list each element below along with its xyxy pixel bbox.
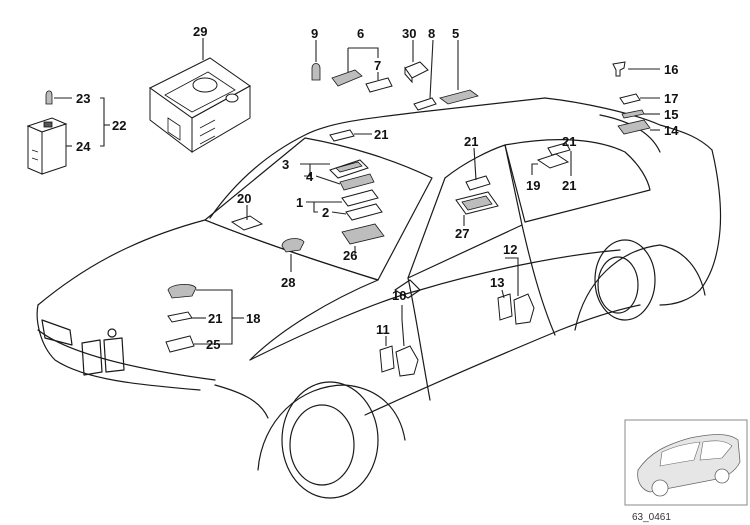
door-contact-10-part: [379, 345, 419, 377]
callout-22: 22: [112, 118, 126, 133]
lamp-26-part: [341, 223, 385, 245]
bulb-17-part: [619, 93, 641, 105]
bulb-21-rear-part: [547, 142, 571, 156]
callout-13: 13: [490, 275, 504, 290]
lamp-19-part: [536, 153, 570, 169]
callout-20: 20: [237, 191, 251, 206]
callout-23: 23: [76, 91, 90, 106]
lamp-lens-4-part: [339, 173, 375, 191]
callout-11: 11: [376, 322, 390, 337]
diagram-reference-code: 63_0461: [632, 512, 671, 523]
callout-9: 9: [311, 26, 318, 41]
callout-6: 6: [357, 26, 364, 41]
callout-12: 12: [503, 242, 517, 257]
bulb-21-roof-part: [329, 129, 355, 142]
reading-lamp-3-part: [329, 159, 369, 179]
interior-lamp-lens-part: [439, 89, 479, 105]
lamp-14-part: [617, 119, 651, 135]
callout-21-rear: 21: [562, 178, 576, 193]
roof-lamp-part: [331, 69, 393, 93]
callout-17: 17: [664, 91, 678, 106]
car-body-outline: [36, 97, 722, 499]
leader-lines: [54, 38, 660, 347]
bulb-21-window-part: [465, 175, 491, 191]
callout-3: 3: [282, 157, 289, 172]
callout-25: 25: [206, 337, 220, 352]
lamp-housing-27-part: [455, 191, 499, 215]
switch-28-part: [281, 238, 305, 253]
callout-19: 19: [526, 178, 540, 193]
door-contact-switch-part: [404, 61, 429, 84]
callout-10: 10: [392, 288, 406, 303]
callout-5: 5: [452, 26, 459, 41]
callout-27: 27: [455, 226, 469, 241]
bulb-21-hood-part: [167, 311, 193, 323]
callout-24: 24: [76, 139, 91, 154]
gasket-15-part: [621, 109, 645, 119]
callout-18: 18: [246, 311, 260, 326]
callout-labels: 29 9 6 7 30 8 5 16 17 15 14 23 22 24 21 …: [76, 24, 679, 352]
festoon-bulb-part: [413, 97, 437, 111]
callout-7: 7: [374, 58, 381, 73]
thumbnail-inset: [624, 419, 748, 506]
clip-part: [612, 61, 626, 77]
callout-28: 28: [281, 275, 295, 290]
callout-1: 1: [296, 195, 303, 210]
lamp-lens-2-part: [345, 203, 383, 221]
callout-4: 4: [306, 169, 314, 184]
callout-30: 30: [402, 26, 416, 41]
callout-21-window: 21: [464, 134, 478, 149]
callout-26: 26: [343, 248, 357, 263]
glovebox-lamp-1-part: [341, 189, 379, 207]
bulb-part: [45, 90, 53, 105]
lens-25-part: [165, 335, 195, 353]
callout-8: 8: [428, 26, 435, 41]
callout-29: 29: [193, 24, 207, 39]
callout-15: 15: [664, 107, 678, 122]
door-contact-12-part: [497, 293, 535, 325]
wedge-bulb-part: [311, 63, 321, 81]
callout-21-roof: 21: [374, 127, 388, 142]
control-unit-part: [149, 57, 251, 154]
callout-16: 16: [664, 62, 678, 77]
relay-module-part: [26, 117, 68, 175]
callout-14: 14: [664, 123, 679, 138]
callout-2: 2: [322, 205, 329, 220]
lamp-20-part: [230, 215, 264, 231]
callout-21-hood: 21: [208, 311, 222, 326]
lamp-18-part: [167, 284, 197, 299]
callout-21-door: 21: [562, 134, 576, 149]
